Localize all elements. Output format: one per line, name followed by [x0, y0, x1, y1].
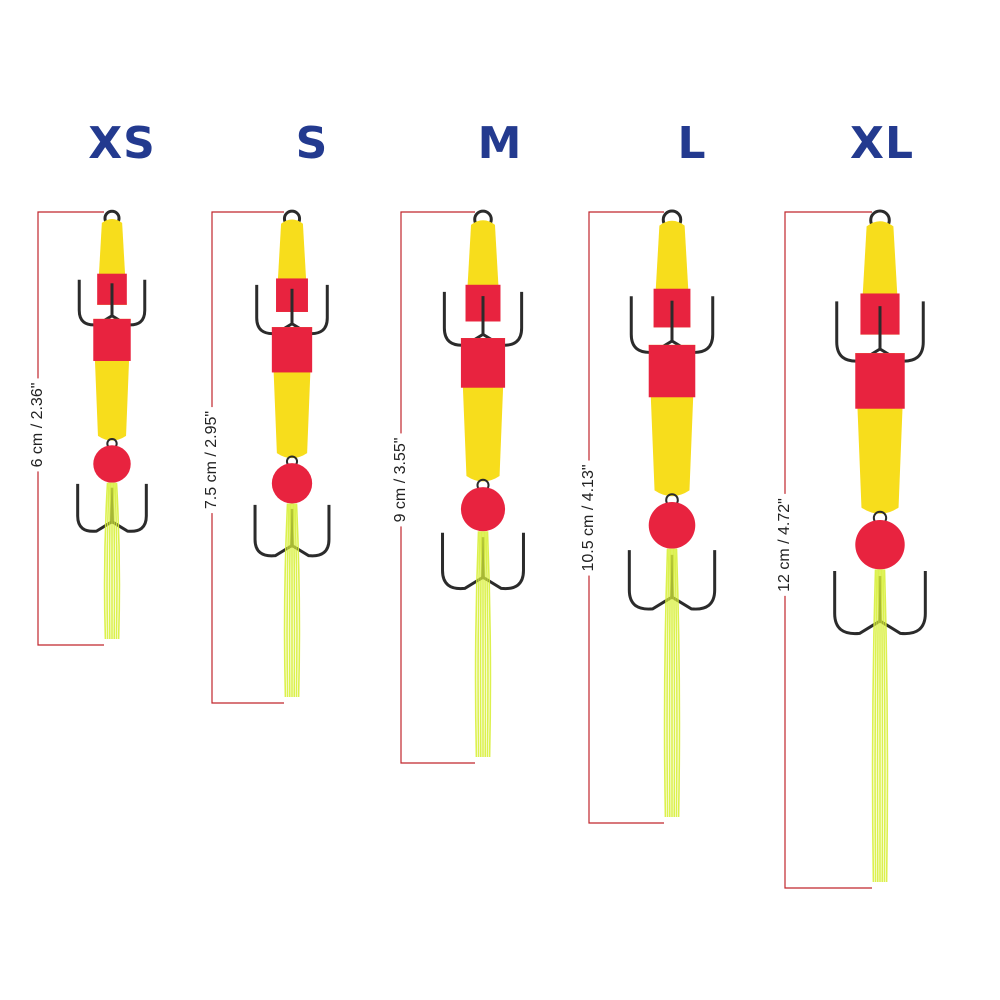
- flash-tail-strand: [286, 503, 290, 698]
- flash-tail-strand: [880, 569, 884, 883]
- flash-tail-strand: [112, 482, 116, 640]
- flash-tail-strand: [485, 531, 489, 758]
- upper-treble-hook: [77, 279, 147, 327]
- flash-tail-strand: [477, 531, 481, 758]
- size-label-l: L: [677, 118, 707, 169]
- lure-m: [400, 209, 525, 764]
- flash-tail-strand: [283, 503, 289, 698]
- flash-tail-strand: [882, 569, 886, 883]
- flash-tail-strand: [103, 482, 109, 640]
- lower-body-red-band: [271, 327, 313, 373]
- lower-body-red-band: [460, 338, 506, 388]
- flash-tail-strand: [106, 482, 110, 640]
- ruler-bracket: [400, 211, 475, 764]
- lure-s: [211, 209, 331, 704]
- flash-tail-strand: [114, 482, 118, 640]
- lower-body-red-band: [93, 318, 131, 361]
- red-bead: [648, 502, 696, 549]
- upper-treble-hook: [629, 296, 715, 354]
- flash-tail-strand: [486, 531, 492, 758]
- flash-tail-strand: [871, 569, 877, 883]
- flash-tail-strand: [292, 503, 296, 698]
- size-label-xs: XS: [88, 118, 156, 169]
- red-bead: [855, 519, 905, 570]
- flash-tail-strand: [674, 548, 678, 818]
- lure-xl: [784, 209, 927, 889]
- flash-tail-strand: [876, 569, 880, 883]
- red-bead: [271, 463, 313, 504]
- flash-tail-strand: [663, 548, 669, 818]
- flash-tail-strand: [883, 569, 889, 883]
- size-label-s: S: [295, 118, 329, 169]
- measurement-label-s: 7.5 cm / 2.95": [203, 406, 221, 514]
- lure-l: [588, 209, 717, 824]
- flash-tail-strand: [115, 482, 121, 640]
- ruler-bracket: [211, 211, 284, 704]
- red-bead: [460, 487, 506, 532]
- lure-xs: [37, 209, 148, 646]
- measurement-label-m: 9 cm / 3.55": [392, 433, 410, 527]
- upper-treble-hook: [442, 291, 524, 347]
- flash-tail-strand: [675, 548, 681, 818]
- flash-tail-strand: [668, 548, 672, 818]
- flash-tail-strand: [666, 548, 670, 818]
- lower-body-red-band: [648, 344, 696, 398]
- measurement-label-l: 10.5 cm / 4.13": [580, 460, 598, 576]
- flash-tail-strand: [874, 569, 878, 883]
- flash-tail-strand: [294, 503, 298, 698]
- flash-tail-strand: [295, 503, 301, 698]
- flash-tail-strand: [483, 531, 487, 758]
- upper-treble-hook: [835, 301, 925, 363]
- flash-tail-strand: [672, 548, 676, 818]
- flash-tail-strand: [288, 503, 292, 698]
- measurement-label-xl: 12 cm / 4.72": [776, 494, 794, 596]
- flash-tail-strand: [479, 531, 483, 758]
- size-label-m: M: [477, 118, 523, 169]
- ruler-bracket: [37, 211, 104, 646]
- measurement-label-xs: 6 cm / 2.36": [29, 378, 47, 472]
- flash-tail-strand: [474, 531, 480, 758]
- flash-tail-strand: [108, 482, 112, 640]
- upper-treble-hook: [255, 284, 329, 336]
- lower-body-red-band: [855, 353, 905, 409]
- size-label-xl: XL: [850, 118, 914, 169]
- red-bead: [93, 445, 131, 483]
